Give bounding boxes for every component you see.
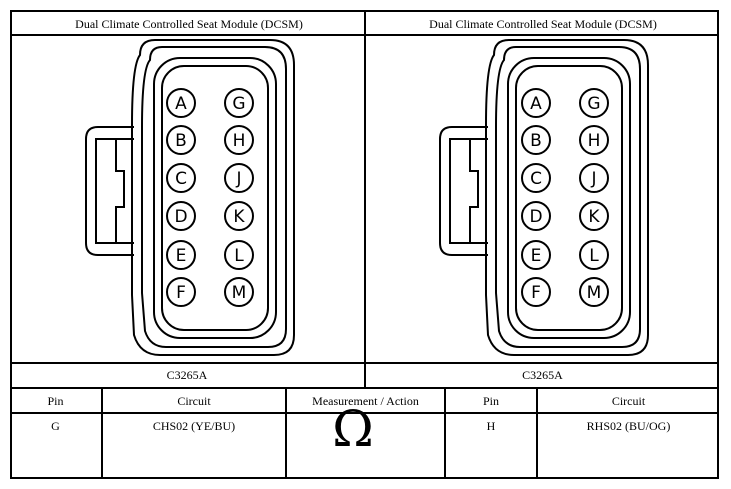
right-pin-label: J: [590, 169, 596, 189]
left-pin-label: J: [235, 169, 241, 189]
right-pin-label: M: [587, 283, 602, 303]
left-pin-label: G: [232, 94, 245, 114]
left-pin-label: E: [176, 246, 187, 266]
right-pin-label: F: [531, 283, 541, 303]
right-pin-D: D: [521, 201, 551, 231]
left-pin-label: B: [175, 131, 187, 151]
right-pin-A: A: [521, 88, 551, 118]
right-pin-label: H: [588, 131, 601, 151]
divider-connector-label: [10, 362, 719, 364]
left-pin-K: K: [224, 201, 254, 231]
left-pin-label: A: [175, 94, 187, 114]
right-pin-H: H: [579, 125, 609, 155]
divider-table-top: [10, 387, 719, 389]
left-pin-label: D: [174, 207, 187, 227]
right-connector-id: C3265A: [522, 368, 563, 382]
left-pin-label: M: [232, 283, 247, 303]
right-pin-label: E: [531, 246, 542, 266]
left-pin-C: C: [166, 163, 196, 193]
right-pin-C: C: [521, 163, 551, 193]
table-col-divider-3: [444, 387, 446, 479]
left-pin-label: L: [234, 246, 244, 266]
table-col-divider-4: [536, 387, 538, 479]
left-pin-D: D: [166, 201, 196, 231]
table-col-divider-2: [285, 387, 287, 479]
right-pin-label: G: [587, 94, 600, 114]
row-pin-1: G: [51, 419, 60, 433]
row-circuit-1: CHS02 (YE/BU): [152, 419, 236, 433]
right-pin-K: K: [579, 201, 609, 231]
right-pin-L: L: [579, 240, 609, 270]
right-pin-F: F: [521, 277, 551, 307]
right-pin-E: E: [521, 240, 551, 270]
header-circuit-2: Circuit: [611, 394, 646, 408]
divider-header: [10, 34, 719, 36]
right-pin-G: G: [579, 88, 609, 118]
divider-table-header: [10, 412, 719, 414]
header-pin-2: Pin: [482, 394, 499, 408]
left-pin-E: E: [166, 240, 196, 270]
right-pin-label: A: [530, 94, 542, 114]
left-pin-B: B: [166, 125, 196, 155]
header-pin-1: Pin: [47, 394, 64, 408]
header-measurement: Measurement / Action: [312, 394, 419, 408]
left-connector-id: C3265A: [166, 368, 208, 382]
right-pin-M: M: [579, 277, 609, 307]
right-pin-label: B: [530, 131, 542, 151]
left-pin-G: G: [224, 88, 254, 118]
right-module-title: Dual Climate Controlled Seat Module (DCS…: [429, 17, 657, 31]
right-pin-label: D: [529, 207, 542, 227]
right-connector-drawing: [439, 39, 649, 356]
header-circuit-1: Circuit: [177, 394, 211, 408]
row-circuit-2: RHS02 (BU/OG): [586, 419, 671, 433]
left-pin-M: M: [224, 277, 254, 307]
right-pin-J: J: [579, 163, 609, 193]
left-pin-label: H: [233, 131, 246, 151]
table-col-divider-1: [101, 387, 103, 479]
left-connector-drawing: [85, 39, 295, 356]
right-pin-label: K: [588, 207, 600, 227]
left-pin-label: K: [233, 207, 245, 227]
left-pin-F: F: [166, 277, 196, 307]
left-pin-H: H: [224, 125, 254, 155]
divider-vertical-top: [364, 10, 366, 388]
left-pin-A: A: [166, 88, 196, 118]
left-pin-label: F: [176, 283, 186, 303]
left-pin-J: J: [224, 163, 254, 193]
row-pin-2: H: [486, 419, 496, 433]
right-pin-label: L: [589, 246, 599, 266]
right-pin-label: C: [530, 169, 542, 189]
right-pin-B: B: [521, 125, 551, 155]
left-pin-label: C: [175, 169, 187, 189]
left-module-title: Dual Climate Controlled Seat Module (DCS…: [75, 17, 303, 31]
ohm-symbol: Ω: [332, 400, 374, 458]
left-pin-L: L: [224, 240, 254, 270]
